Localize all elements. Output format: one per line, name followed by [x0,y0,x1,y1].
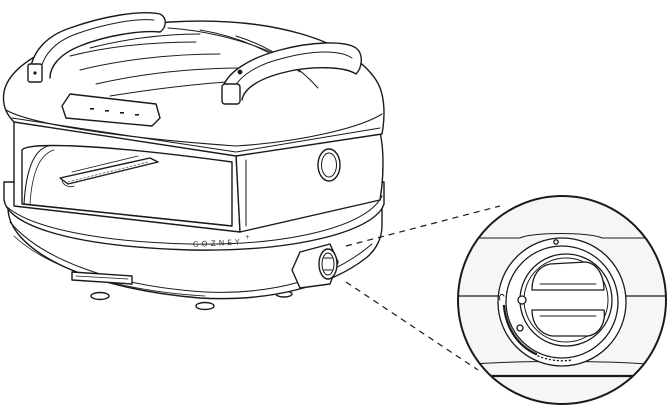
magnifier-callout-icon [454,196,668,404]
pizza-oven-icon [3,13,384,310]
side-viewport-icon [318,149,340,181]
brand-mark: + [245,234,250,241]
gas-control-knob-icon[interactable] [498,238,626,366]
